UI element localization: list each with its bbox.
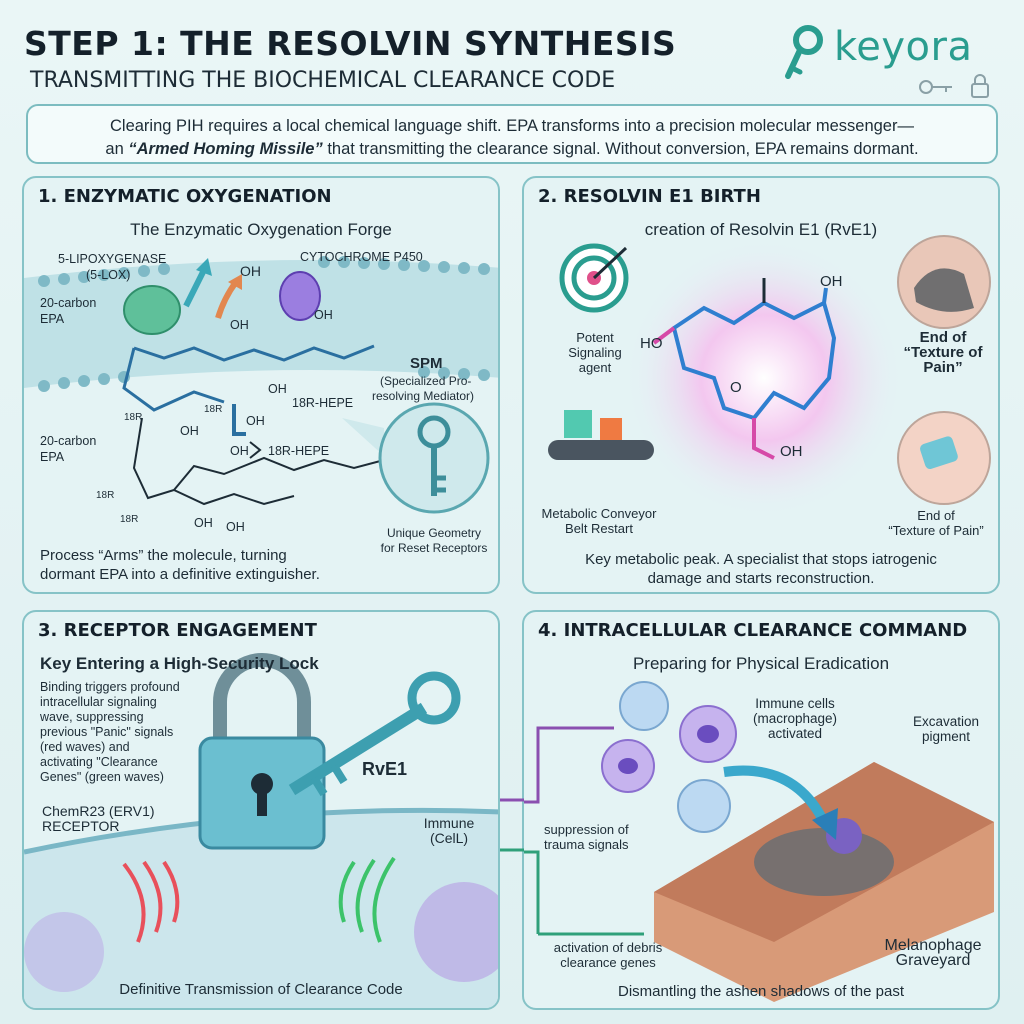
oh-top-label: OH xyxy=(820,273,843,290)
cyp-label: CYTOCHROME P450 xyxy=(300,250,423,264)
o-label: O xyxy=(730,379,742,396)
r18-label-3: 18R xyxy=(96,490,115,501)
panel3-heading: 3. RECEPTOR ENGAGEMENT xyxy=(38,620,317,641)
oh-label-chain-3: OH xyxy=(226,520,245,534)
spm-key-icon xyxy=(417,415,451,496)
intro-line-2: an “Armed Homing Missile” that transmitt… xyxy=(105,140,919,158)
signal-connectors xyxy=(500,798,524,852)
lox-label-2: (5-LOX) xyxy=(86,268,131,282)
oh-label-hepe: OH xyxy=(246,414,265,428)
spm-desc-1: (Specialized Pro- xyxy=(380,374,472,388)
page-subtitle: TRANSMITTING THE BIOCHEMICAL CLEARANCE C… xyxy=(30,68,616,93)
r18-label-1: 18R xyxy=(124,412,143,423)
brand-logo: keyora xyxy=(782,18,1012,100)
spm-title: SPM xyxy=(410,355,443,372)
r18-label-2: 18R xyxy=(204,404,223,415)
oh-label-chain-2: OH xyxy=(194,516,213,530)
oh-label-chain-1: OH xyxy=(230,444,249,458)
intro-box: Clearing PIH requires a local chemical l… xyxy=(26,104,998,164)
macrophage-cell-icons xyxy=(601,681,737,833)
immune-cells-label: Immune cells(macrophage)activated xyxy=(752,696,838,741)
r18-label-4: 18R xyxy=(120,514,139,525)
spm-desc-2: resolving Mediator) xyxy=(372,389,475,403)
oh-label-membrane: OH xyxy=(268,382,287,396)
target-icon xyxy=(559,243,629,313)
lox-label-1: 5-LIPOXYGENASE xyxy=(58,252,167,266)
page-title: STEP 1: THE RESOLVIN SYNTHESIS xyxy=(24,24,677,63)
panel1-subheading: The Enzymatic Oxygenation Forge xyxy=(130,220,392,239)
panel4-heading: 4. INTRACELLULAR CLEARANCE COMMAND xyxy=(538,620,968,641)
receptor-label: ChemR23 (ERV1)RECEPTOR xyxy=(42,803,155,834)
membrane-illustration xyxy=(24,256,498,514)
epa-top-label-1: 20-carbon xyxy=(40,296,97,310)
panel-enzymatic-oxygenation: 1. ENZYMATIC OXYGENATION The Enzymatic O… xyxy=(22,176,500,594)
panel-receptor-engagement: 3. RECEPTOR ENGAGEMENT Key Entering a Hi… xyxy=(22,610,500,1010)
panel2-subheading: creation of Resolvin E1 (RvE1) xyxy=(644,220,878,239)
oh-label-lower: OH xyxy=(180,424,199,438)
panel4-footer: Dismantling the ashen shadows of the pas… xyxy=(617,983,904,1000)
brand-name: keyora xyxy=(834,24,973,70)
immune-cell-label: Immune(CelL) xyxy=(423,815,475,846)
epa-top-label-2: EPA xyxy=(40,312,65,326)
clearance-illustration xyxy=(524,681,994,1002)
epa-bot-label-2: EPA xyxy=(40,450,65,464)
armed-missile-phrase: “Armed Homing Missile” xyxy=(128,140,323,158)
panel4-subheading: Preparing for Physical Eradication xyxy=(632,654,890,673)
padlock-icon xyxy=(198,653,326,850)
panel2-heading: 2. RESOLVIN E1 BIRTH xyxy=(538,186,761,207)
rve1-label: RvE1 xyxy=(362,759,408,779)
rve1-key-icon xyxy=(288,671,461,797)
receptor-illustration xyxy=(24,653,498,1008)
hepe-label-2: 18R-HEPE xyxy=(268,444,330,458)
key-logo-icon xyxy=(785,25,823,79)
key-lock-icon xyxy=(919,74,989,98)
conveyor-icon xyxy=(548,410,654,460)
pain-caption-2: End of“Texture of Pain” xyxy=(888,508,984,538)
oh-label-right: OH xyxy=(314,308,333,322)
panel2-footer: Key metabolic peak. A specialist that st… xyxy=(585,551,937,587)
oh-bottom-label: OH xyxy=(780,443,803,460)
hepe-label-1: 18R-HEPE xyxy=(292,396,354,410)
oh-label-top: OH xyxy=(240,263,261,279)
intro-line-1: Clearing PIH requires a local chemical l… xyxy=(110,117,914,135)
panel-resolvin-birth: 2. RESOLVIN E1 BIRTH creation of Resolvi… xyxy=(522,176,1000,594)
oh-label-mid: OH xyxy=(230,318,249,332)
resolvin-illustration xyxy=(548,235,991,518)
panel-intracellular-clearance: 4. INTRACELLULAR CLEARANCE COMMAND Prepa… xyxy=(522,610,1000,1010)
panel1-heading: 1. ENZYMATIC OXYGENATION xyxy=(38,186,332,207)
panel3-subheading: Key Entering a High-Security Lock xyxy=(40,654,319,673)
panel3-footer: Definitive Transmission of Clearance Cod… xyxy=(119,981,403,998)
ho-label: HO xyxy=(640,335,663,352)
epa-bot-label-1: 20-carbon xyxy=(40,434,97,448)
